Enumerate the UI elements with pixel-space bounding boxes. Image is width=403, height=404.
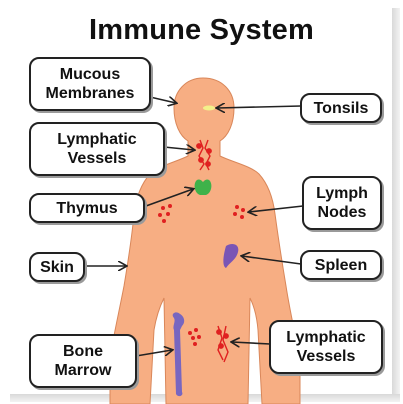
label-text-line: Lymphatic bbox=[57, 130, 136, 149]
label-text: Tonsils bbox=[314, 99, 369, 118]
label-text-line: Bone bbox=[63, 342, 103, 361]
label-text-line: Vessels bbox=[297, 347, 356, 366]
label-text-line: Nodes bbox=[318, 203, 367, 222]
label-text: Spleen bbox=[315, 256, 367, 275]
label-mucous-membranes: Mucous Membranes bbox=[29, 57, 151, 111]
label-spleen: Spleen bbox=[300, 250, 382, 280]
label-text-line: Mucous bbox=[60, 65, 120, 84]
label-text: Thymus bbox=[56, 199, 117, 218]
label-text: Skin bbox=[40, 258, 74, 277]
arrow-mucous-membranes bbox=[150, 97, 176, 103]
label-text-line: Marrow bbox=[55, 361, 112, 380]
label-text-line: Vessels bbox=[68, 149, 127, 168]
label-lymphatic-vessels-top: Lymphatic Vessels bbox=[29, 122, 165, 176]
label-lymph-nodes: Lymph Nodes bbox=[302, 176, 382, 230]
label-thymus: Thymus bbox=[29, 193, 145, 223]
label-tonsils: Tonsils bbox=[300, 93, 382, 123]
label-skin: Skin bbox=[29, 252, 85, 282]
label-bone-marrow: Bone Marrow bbox=[29, 334, 137, 388]
label-text-line: Lymphatic bbox=[286, 328, 365, 347]
tonsil-spot bbox=[203, 106, 215, 111]
label-text-line: Lymph bbox=[316, 184, 368, 203]
label-lymphatic-vessels-bottom: Lymphatic Vessels bbox=[269, 320, 383, 374]
label-text-line: Membranes bbox=[46, 84, 135, 103]
